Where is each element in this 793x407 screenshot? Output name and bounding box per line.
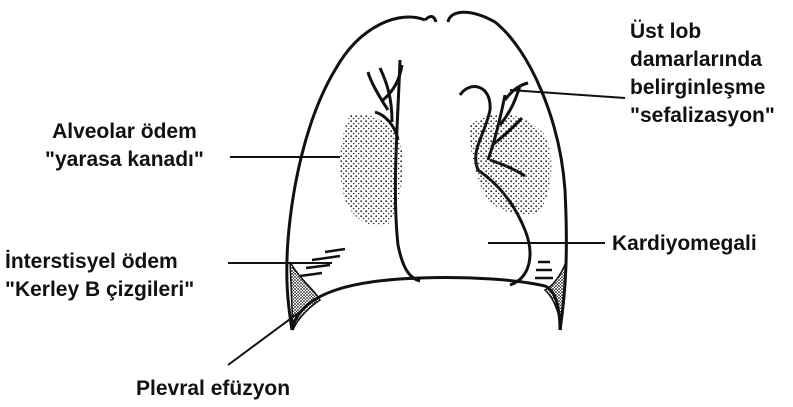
kerley-b-lines-right xyxy=(535,262,553,278)
leader-upper-lobe xyxy=(510,90,625,98)
label-upper-lobe-cephalization: Üst lob damarlarında belirginleşme "sefa… xyxy=(630,18,775,130)
label-interstitial-line-2: "Kerley B çizgileri" xyxy=(5,276,194,304)
label-upper-lobe-line-2: damarlarında xyxy=(630,46,775,74)
label-upper-lobe-line-4: "sefalizasyon" xyxy=(630,102,775,130)
label-interstitial-line-1: İnterstisyel ödem xyxy=(5,248,194,276)
label-cardiomegaly: Kardiyomegali xyxy=(612,230,757,258)
label-upper-lobe-line-1: Üst lob xyxy=(630,18,775,46)
diaphragm xyxy=(292,277,560,330)
label-interstitial-edema: İnterstisyel ödem "Kerley B çizgileri" xyxy=(5,248,194,304)
label-upper-lobe-line-3: belirginleşme xyxy=(630,74,775,102)
alveolar-edema-right-shade xyxy=(340,114,402,225)
label-alveolar-edema: Alveolar ödem "yarasa kanadı" xyxy=(45,118,204,174)
label-alveolar-line-1: Alveolar ödem xyxy=(45,118,204,146)
effusion-left-shade xyxy=(290,262,320,330)
label-alveolar-line-2: "yarasa kanadı" xyxy=(45,146,204,174)
alveolar-edema-left-shade xyxy=(470,114,552,214)
label-pleural-effusion: Plevral efüzyon xyxy=(136,375,290,403)
right-lung-top-notch xyxy=(425,16,436,22)
leader-effusion xyxy=(228,308,305,365)
